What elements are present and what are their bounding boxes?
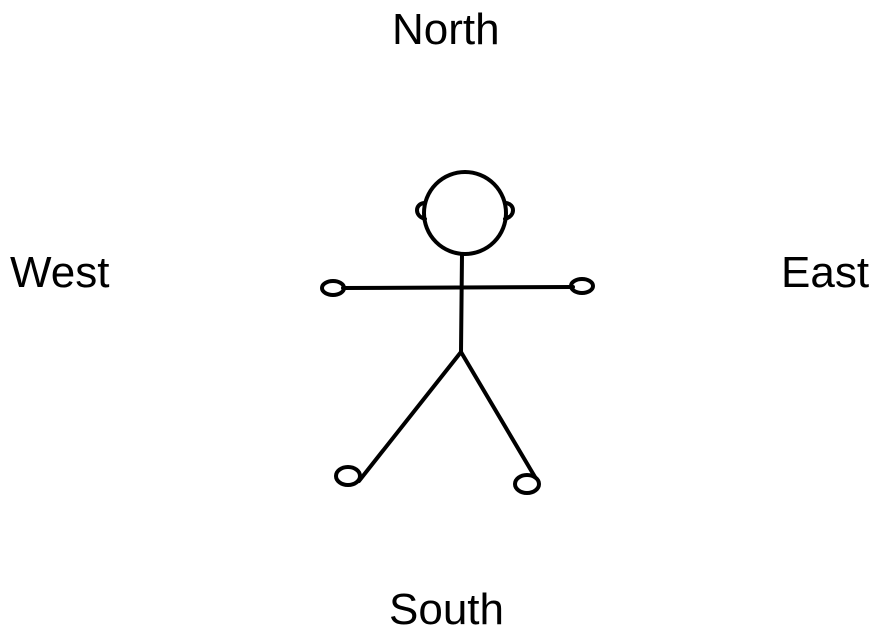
right-leg [461, 352, 535, 477]
head [417, 172, 513, 254]
head-circle [424, 172, 506, 254]
torso [461, 254, 462, 352]
left-hand [322, 281, 344, 295]
left-foot [336, 467, 360, 485]
right-foot [515, 475, 539, 493]
arms [343, 287, 573, 288]
left-leg [359, 352, 461, 481]
